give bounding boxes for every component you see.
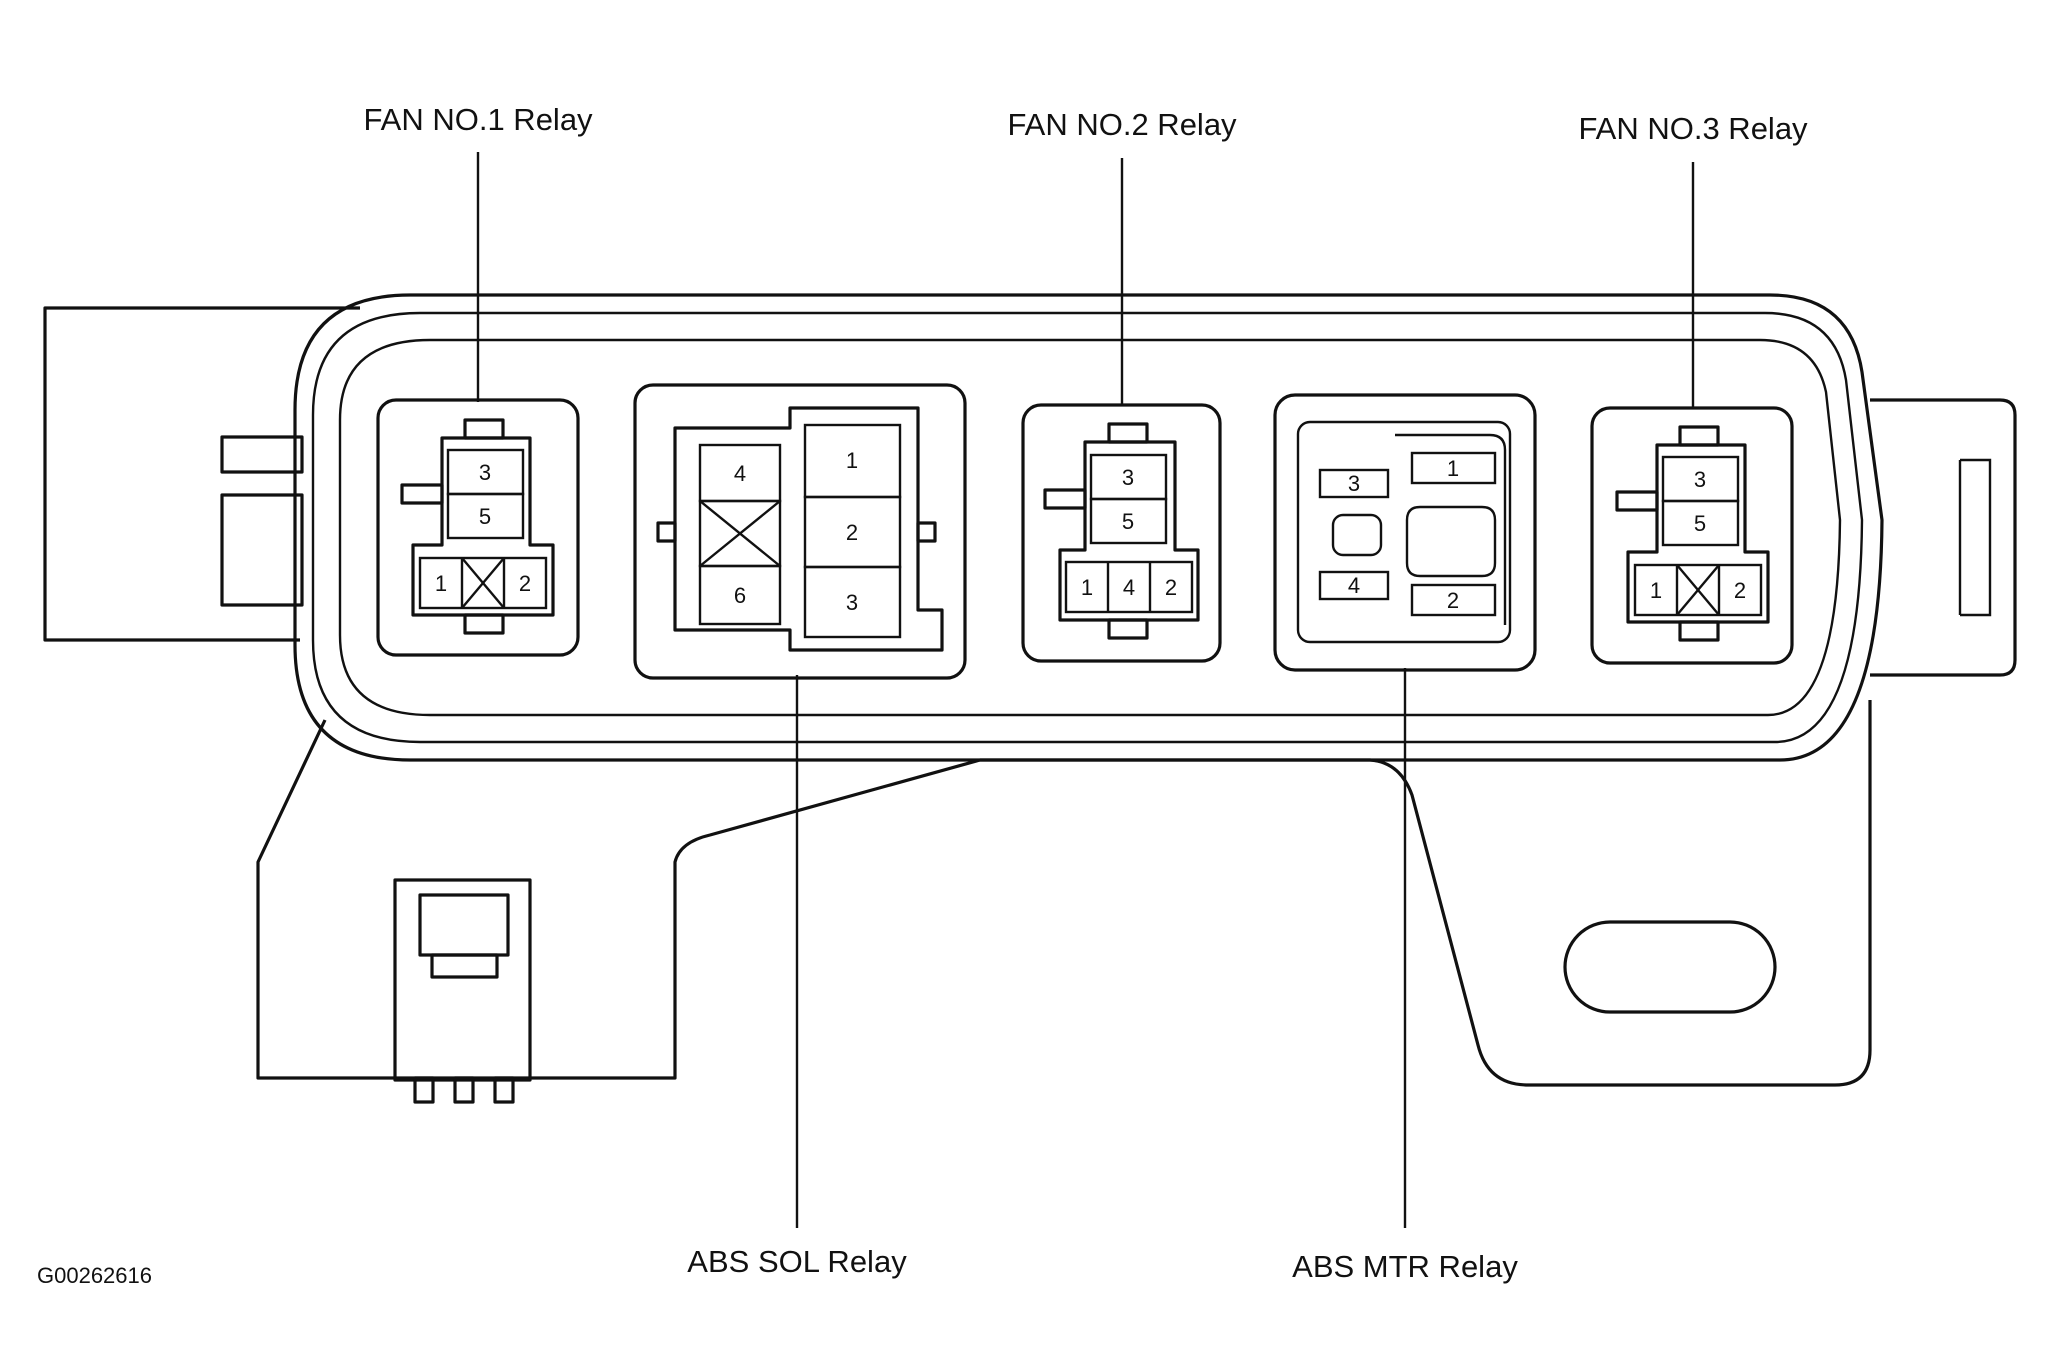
fan1-pin-row xyxy=(418,556,548,610)
abs-sol-pin-label: 2 xyxy=(846,520,858,545)
abs-mtr-pin-cell xyxy=(1410,583,1497,617)
fan3-pin-label: 3 xyxy=(1694,467,1706,492)
fan3-relay-socket: 3 5 1 2 xyxy=(1590,406,1794,665)
fan1-pin-cell xyxy=(446,492,525,540)
lower-connector-latch xyxy=(430,953,499,979)
abs-sol-pin-label: 1 xyxy=(846,448,858,473)
abs-sol-pin-label: 3 xyxy=(846,590,858,615)
abs-mtr-connector-body xyxy=(1296,420,1512,644)
abs-sol-pin-label: 6 xyxy=(734,583,746,608)
fan2-pin-cell xyxy=(1089,497,1168,545)
abs-mtr-relay-socket: 3 1 4 2 xyxy=(1273,393,1537,672)
abs-mtr-rounded-slot xyxy=(1331,513,1383,557)
fan1-blank-cross xyxy=(461,557,505,609)
fan1-relay-socket: 3 5 1 2 xyxy=(376,398,580,657)
abs-sol-blank-cross xyxy=(699,500,781,567)
housing-mid xyxy=(311,311,1864,744)
connector-pin xyxy=(413,1076,435,1104)
fan3-blank-cross xyxy=(1676,564,1720,616)
fan2-relay-label: FAN NO.2 Relay xyxy=(1007,107,1237,142)
fan2-pin-label: 1 xyxy=(1081,575,1093,600)
fan1-pin-label: 1 xyxy=(435,571,447,596)
fan2-pin-label: 3 xyxy=(1122,465,1134,490)
fan2-pin-label: 4 xyxy=(1123,575,1135,600)
connector-pin xyxy=(493,1076,515,1104)
abs-mtr-pin-label: 1 xyxy=(1447,456,1459,481)
abs-sol-connector-body xyxy=(673,406,944,652)
abs-mtr-inner-edge xyxy=(1395,433,1507,625)
connector-pin xyxy=(453,1076,475,1104)
abs-mtr-pin-label: 2 xyxy=(1447,588,1459,613)
fan1-side-key xyxy=(400,483,444,505)
abs-mtr-pin-label: 4 xyxy=(1348,573,1360,598)
left-bracket xyxy=(43,306,360,642)
fan1-connector-body xyxy=(411,436,555,617)
housing-inner xyxy=(338,338,1842,717)
left-tab-upper xyxy=(220,435,304,474)
fan1-bottom-key xyxy=(463,613,505,635)
fan3-top-key xyxy=(1678,425,1720,447)
abs-sol-relay-label: ABS SOL Relay xyxy=(687,1244,907,1279)
fan3-side-key xyxy=(1615,490,1659,512)
abs-sol-right-key xyxy=(916,521,937,543)
fan3-bottom-key xyxy=(1678,620,1720,642)
right-bracket xyxy=(1870,398,2017,677)
fan2-pin-row xyxy=(1064,560,1194,614)
fan3-pin-row xyxy=(1633,563,1763,617)
abs-mtr-pin-cell xyxy=(1318,570,1390,601)
fan1-pin-label: 5 xyxy=(479,504,491,529)
fan3-pin-cell xyxy=(1661,499,1740,547)
left-tab-lower xyxy=(220,493,304,607)
abs-sol-pin-label: 4 xyxy=(734,461,746,486)
mounting-slot xyxy=(1563,920,1777,1014)
fan2-relay-socket: 3 5 1 4 2 xyxy=(1021,403,1222,663)
fan2-connector-body xyxy=(1058,440,1200,622)
fan1-top-key xyxy=(463,418,505,440)
fan3-relay-label: FAN NO.3 Relay xyxy=(1578,111,1808,146)
housing-outer xyxy=(293,293,1884,762)
lower-connector-inner xyxy=(418,893,510,957)
abs-sol-pin-cell xyxy=(803,565,902,639)
abs-mtr-pin-cell xyxy=(1410,451,1497,485)
abs-mtr-center-slot xyxy=(1405,505,1497,578)
fan2-top-key xyxy=(1107,422,1149,444)
fan1-pin-label: 3 xyxy=(479,460,491,485)
abs-sol-socket-frame xyxy=(633,383,967,680)
fan2-pin-label: 5 xyxy=(1122,509,1134,534)
lower-body xyxy=(256,700,1872,1087)
fan3-pin-label: 1 xyxy=(1650,578,1662,603)
abs-sol-left-key xyxy=(656,521,677,543)
abs-mtr-pin-label: 3 xyxy=(1348,471,1360,496)
abs-sol-pin-cell xyxy=(698,564,782,626)
fan1-pin-label: 2 xyxy=(519,571,531,596)
fan2-bottom-key xyxy=(1107,618,1149,640)
right-bracket-inner xyxy=(1960,458,1992,617)
lower-connector-outer xyxy=(393,878,532,1082)
figure-code: G00262616 xyxy=(37,1263,152,1288)
fan1-relay-label: FAN NO.1 Relay xyxy=(363,102,593,137)
abs-sol-relay-socket: 4 6 1 2 3 xyxy=(633,383,967,680)
fan3-connector-body xyxy=(1626,443,1770,624)
fan2-pin-label: 2 xyxy=(1165,575,1177,600)
fan3-pin-label: 2 xyxy=(1734,578,1746,603)
abs-mtr-pin-cell xyxy=(1318,468,1390,499)
fan3-pin-label: 5 xyxy=(1694,511,1706,536)
abs-mtr-relay-label: ABS MTR Relay xyxy=(1292,1249,1518,1284)
fan2-side-key xyxy=(1043,488,1087,510)
